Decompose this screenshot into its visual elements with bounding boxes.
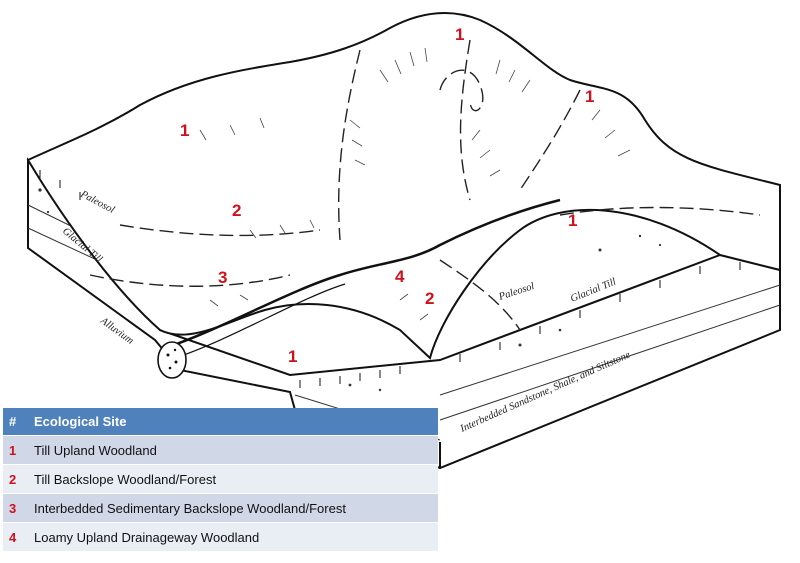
legend-row-site: Interbedded Sedimentary Backslope Woodla…	[28, 493, 438, 523]
land-surface	[26, 12, 781, 360]
site-number-label: 2	[232, 201, 241, 220]
ecological-site-legend: # Ecological Site 1 Till Upland Woodland…	[3, 408, 438, 551]
site-number-label: 1	[455, 25, 464, 44]
site-number-label: 1	[568, 211, 577, 230]
site-number-label: 2	[425, 289, 434, 308]
legend-row-site: Till Upland Woodland	[28, 435, 438, 465]
legend-header-row: # Ecological Site	[3, 408, 438, 436]
legend-row: 3 Interbedded Sedimentary Backslope Wood…	[3, 493, 438, 523]
legend-row: 1 Till Upland Woodland	[3, 435, 438, 465]
alluvium-dots	[166, 348, 178, 370]
legend-header-site: Ecological Site	[28, 408, 438, 436]
legend-row-number: 4	[3, 522, 28, 551]
stream-channel	[164, 198, 561, 350]
legend-row: 4 Loamy Upland Drainageway Woodland	[3, 522, 438, 551]
block-right-edge	[439, 270, 781, 468]
legend-header-number: #	[3, 408, 28, 436]
block-front-face	[27, 157, 781, 470]
legend-row-number: 1	[3, 435, 28, 465]
legend-row-site: Till Backslope Woodland/Forest	[28, 464, 438, 494]
site-number-label: 3	[218, 268, 227, 287]
hachures	[199, 47, 631, 321]
site-number-label: 1	[180, 121, 189, 140]
legend-row: 2 Till Backslope Woodland/Forest	[3, 464, 438, 494]
paleosol-label-right: Paleosol	[497, 281, 536, 303]
legend-row-number: 2	[3, 464, 28, 494]
site-number-label: 1	[585, 87, 594, 106]
legend-row-site: Loamy Upland Drainageway Woodland	[28, 522, 438, 551]
site-number-label: 1	[288, 347, 297, 366]
site-number-label: 4	[395, 267, 405, 286]
edge-ticks	[39, 170, 741, 388]
slope-lines	[89, 39, 761, 331]
alluvium-pocket	[157, 341, 187, 379]
stream-bank	[174, 283, 346, 359]
legend-row-number: 3	[3, 493, 28, 523]
